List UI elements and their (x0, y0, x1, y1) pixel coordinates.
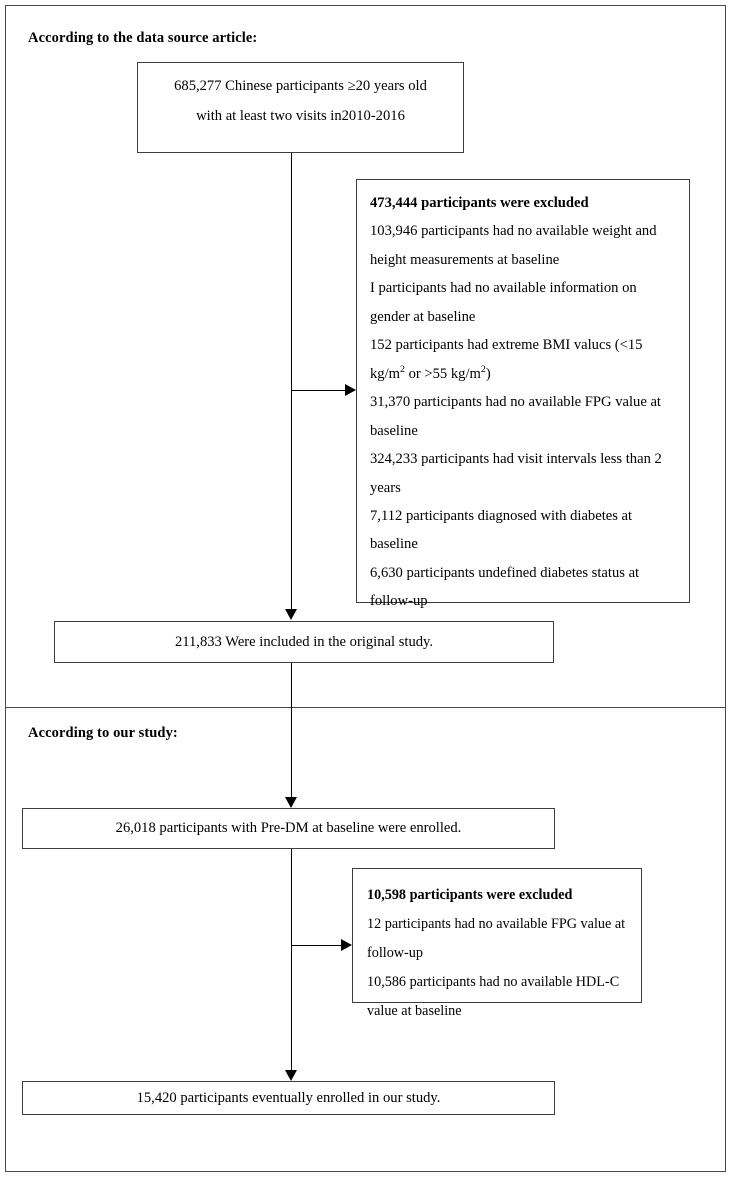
node-predm-enrolled: 26,018 participants with Pre-DM at basel… (22, 808, 555, 849)
included-original-text: 211,833 Were included in the original st… (174, 633, 434, 650)
source-cohort-line2: with at least two visits in2010-2016 (196, 107, 405, 124)
exclusion-2-item-0: 12 participants had no available FPG val… (367, 916, 626, 962)
source-cohort-line1: 685,277 Chinese participants ≥20 years o… (174, 78, 427, 94)
exclusion-1-item-6: 6,630 participants undefined diabetes st… (370, 564, 640, 610)
arrowhead-to-final (285, 1070, 297, 1081)
section-divider (5, 707, 726, 708)
node-exclusion-first: 473,444 participants were excluded 103,9… (356, 179, 690, 609)
arrowhead-to-predm (285, 797, 297, 808)
predm-enrolled-text: 26,018 participants with Pre-DM at basel… (115, 820, 462, 837)
page-frame (5, 5, 726, 1172)
node-final-enrolled: 15,420 participants eventually enrolled … (22, 1081, 555, 1115)
connector-to-exclusion-2 (291, 945, 341, 946)
section-heading-ours: According to our study: (28, 725, 178, 741)
section-heading-source: According to the data source article: (28, 30, 258, 46)
connector-included-to-predm (291, 663, 292, 798)
connector-predm-to-final (291, 849, 292, 1071)
arrowhead-to-included-original (285, 609, 297, 620)
exclusion-1-item-0: 103,946 participants had no available we… (370, 223, 657, 268)
arrowhead-to-exclusion-2 (341, 939, 352, 951)
source-cohort-text: 685,277 Chinese participants ≥20 years o… (174, 72, 427, 132)
exclusion-1-item-2: 152 participants had extreme BMI valucs … (370, 337, 643, 382)
node-source-cohort: 685,277 Chinese participants ≥20 years o… (137, 62, 464, 153)
exclusion-1-item-3: 31,370 participants had no available FPG… (370, 394, 661, 439)
connector-source-to-included (291, 153, 292, 609)
exclusion-1-item-5: 7,112 participants diagnosed with diabet… (370, 507, 633, 553)
exclusion-2-title: 10,598 participants were excluded (367, 887, 573, 903)
exclusion-1-item-1: I participants had no available informat… (370, 280, 637, 325)
exclusion-1-title: 473,444 participants were excluded (370, 195, 589, 211)
node-exclusion-second: 10,598 participants were excluded 12 par… (352, 868, 642, 1019)
arrowhead-to-exclusion-1 (345, 384, 356, 396)
connector-to-exclusion-1 (291, 390, 345, 391)
exclusion-2-item-1: 10,586 participants had no available HDL… (367, 974, 620, 1020)
final-enrolled-text: 15,420 participants eventually enrolled … (136, 1089, 441, 1106)
exclusion-1-item-4: 324,233 participants had visit intervals… (370, 451, 662, 496)
node-included-original: 211,833 Were included in the original st… (54, 621, 554, 663)
